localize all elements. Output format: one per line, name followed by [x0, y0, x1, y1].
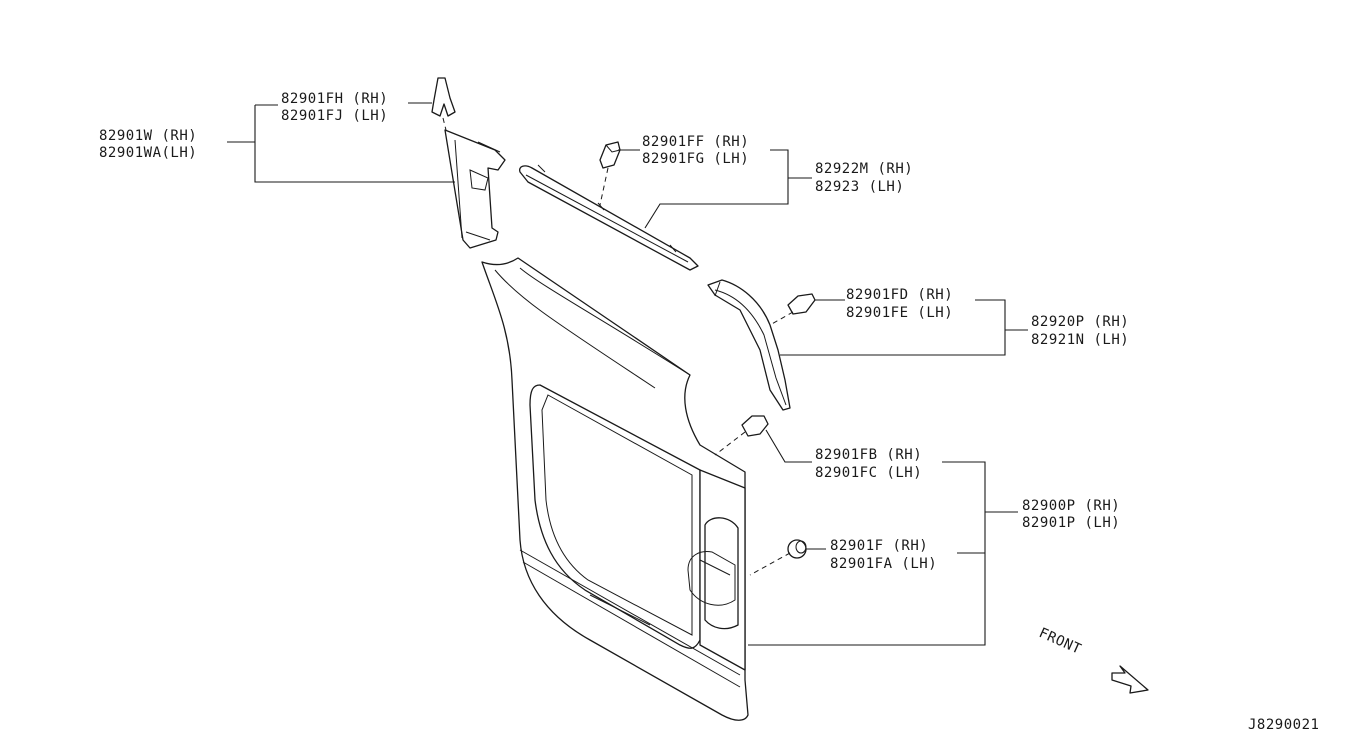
clip-fd	[787, 293, 816, 315]
callout-82901FH: 82901FH (RH) 82901FJ (LH)	[281, 91, 388, 124]
pillar-trim-upper	[444, 129, 506, 249]
label-line: 82901FF (RH)	[642, 134, 749, 150]
label-line: 82901FE (LH)	[846, 305, 953, 321]
clip-fb	[741, 415, 769, 437]
clip-fh	[431, 77, 456, 117]
front-direction-label: FRONT	[1036, 625, 1083, 658]
label-line: 82901FH (RH)	[281, 91, 388, 107]
label-line: 82901FC (LH)	[815, 465, 922, 481]
label-line: 82901FB (RH)	[815, 447, 922, 463]
label-line: 82921N (LH)	[1031, 332, 1129, 348]
drawing-code: J8290021	[1248, 717, 1319, 733]
callout-82901FD: 82901FD (RH) 82901FE (LH)	[846, 287, 953, 321]
callout-82901F: 82901F (RH) 82901FA (LH)	[830, 538, 937, 572]
label-line: 82901FJ (LH)	[281, 108, 388, 124]
label-line: 82900P (RH)	[1022, 498, 1120, 514]
callout-82922M: 82922M (RH) 82923 (LH)	[815, 161, 913, 195]
pillar-trim-side	[707, 279, 791, 411]
label-line: 82901FD (RH)	[846, 287, 953, 303]
label-line: 82901FG (LH)	[642, 151, 749, 167]
leader-lines	[227, 102, 1028, 646]
finisher-rail	[519, 164, 699, 271]
callout-82920P: 82920P (RH) 82921N (LH)	[1031, 314, 1129, 348]
callout-82901FB: 82901FB (RH) 82901FC (LH)	[815, 447, 922, 481]
label-line: 82901P (LH)	[1022, 515, 1120, 531]
door-trim-panel	[481, 257, 749, 721]
label-line: 82922M (RH)	[815, 161, 913, 177]
callout-82900P: 82900P (RH) 82901P (LH)	[1022, 498, 1120, 531]
clip-ff	[599, 141, 621, 169]
clip-f	[787, 539, 807, 559]
label-line: 82901FA (LH)	[830, 556, 937, 572]
label-line: 82923 (LH)	[815, 179, 904, 195]
callout-82901W: 82901W (RH) 82901WA(LH)	[99, 128, 197, 161]
label-line: 82901F (RH)	[830, 538, 928, 554]
label-line: 82901WA(LH)	[99, 145, 197, 161]
front-arrow-icon	[1111, 665, 1149, 694]
callout-82901FF: 82901FF (RH) 82901FG (LH)	[642, 134, 749, 167]
label-line: 82901W (RH)	[99, 128, 197, 144]
label-line: 82920P (RH)	[1031, 314, 1129, 330]
